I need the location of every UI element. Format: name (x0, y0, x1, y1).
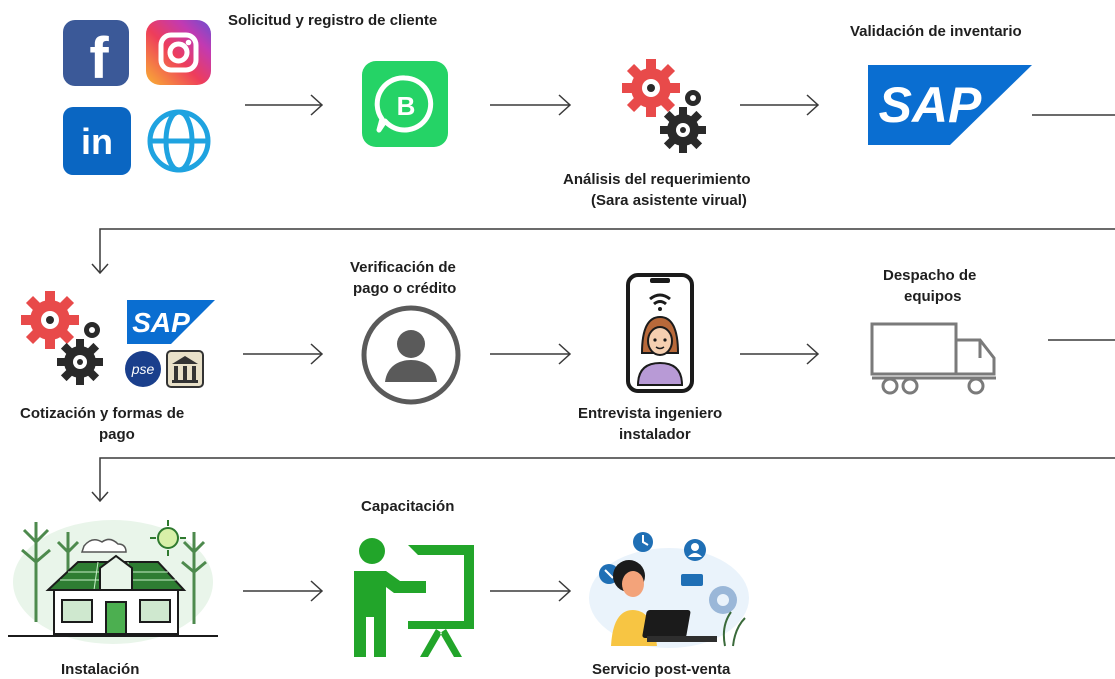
step-label-verificacion-2: pago o crédito (353, 280, 457, 297)
step-label-despacho-1: Despacho de (883, 267, 977, 284)
pse-text: pse (131, 361, 155, 377)
step-label-entrevista-1: Entrevista ingeniero (578, 405, 723, 422)
globe-icon (146, 108, 212, 174)
arrow-down-icon (91, 263, 109, 275)
facebook-icon: f (63, 20, 129, 91)
whatsapp-business-icon: B (362, 61, 448, 147)
sap-text: SAP (132, 307, 190, 338)
customer-service-icon (585, 530, 753, 650)
training-presentation-icon (352, 535, 478, 659)
step-label-verificacion-1: Verificación de (350, 259, 456, 276)
arrow-right-icon (740, 94, 820, 116)
step-label-validacion: Validación de inventario (850, 23, 1022, 40)
pse-logo: pse (124, 350, 162, 388)
phone-engineer-icon (626, 273, 694, 393)
gears-icon (20, 290, 106, 386)
arrow-right-icon (740, 343, 820, 365)
arrow-right-icon (490, 580, 572, 602)
truck-icon (868, 318, 1000, 398)
solar-house-icon (8, 512, 218, 644)
step-label-postventa: Servicio post-venta (592, 661, 731, 678)
sap-logo-small: SAP (127, 300, 215, 344)
step-label-analisis-2: (Sara asistente virual) (591, 192, 747, 209)
arrow-right-icon (490, 343, 572, 365)
step-label-cotizacion-2: pago (99, 426, 135, 443)
svg-text:®: ® (976, 131, 984, 142)
linkedin-icon: in (63, 107, 131, 175)
step-label-solicitud: Solicitud y registro de cliente (228, 12, 438, 29)
instagram-icon (146, 20, 211, 85)
sap-logo: SAP® (868, 65, 1032, 145)
step-label-cotizacion-1: Cotización y formas de (20, 405, 185, 422)
step-label-entrevista-2: instalador (619, 426, 691, 443)
user-avatar-icon (360, 304, 462, 406)
arrow-right-icon (490, 94, 572, 116)
arrow-down-icon (91, 491, 109, 503)
wrap-connector (99, 457, 1115, 500)
facebook-glyph: f (89, 26, 109, 86)
gears-icon (621, 58, 707, 154)
bank-icon (166, 350, 204, 388)
arrow-right-icon (243, 580, 324, 602)
step-label-capacitacion: Capacitación (361, 498, 455, 515)
step-label-despacho-2: equipos (904, 288, 962, 305)
arrow-right-icon (243, 343, 324, 365)
sap-text: SAP (879, 77, 982, 133)
linkedin-glyph: in (81, 121, 113, 162)
wrap-connector (99, 228, 1115, 272)
step-label-instalacion: Instalación (61, 661, 140, 678)
step-label-analisis-1: Análisis del requerimiento (563, 171, 751, 188)
arrow-right-icon (245, 94, 324, 116)
whatsapp-b-glyph: B (397, 91, 416, 121)
